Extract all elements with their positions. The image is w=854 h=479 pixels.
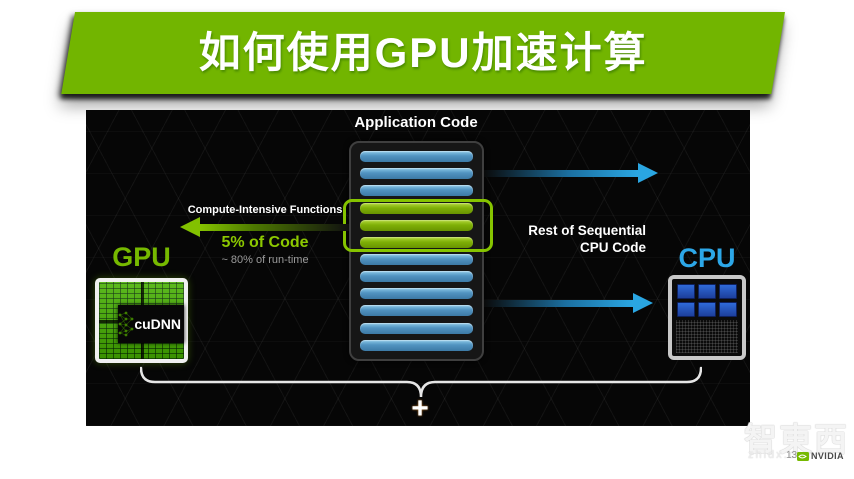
code-bar-blue — [360, 253, 473, 265]
cpu-core — [677, 302, 695, 317]
compute-functions-arrow-shaft — [200, 224, 349, 231]
cpu-label: CPU — [678, 243, 736, 273]
code-bar-blue — [360, 271, 473, 283]
cudnn-badge: cuDNN — [118, 305, 184, 343]
slide-page-number: 13. — [786, 450, 800, 461]
rest-sequential-label: Rest of Sequential CPU Code — [476, 222, 646, 256]
code-bar-blue — [360, 151, 473, 163]
gpu-plus-cpu-brace — [140, 366, 702, 398]
sequential-code-arrow-top-head — [638, 163, 658, 183]
compute-functions-arrow-head — [180, 217, 200, 237]
code-bar-blue — [360, 305, 473, 317]
rest-sequential-line2: CPU Code — [579, 240, 646, 255]
nvidia-eye-icon — [797, 451, 809, 461]
five-percent-code-label: 5% of Code — [221, 234, 309, 251]
cpu-core — [677, 284, 695, 299]
cpu-chip-texture — [676, 320, 738, 353]
diagram-panel: Application Code Compute-Intensive Funct… — [86, 110, 750, 426]
code-bar-green — [360, 236, 473, 248]
plus-sign: + — [411, 392, 429, 425]
code-bar-green — [360, 202, 473, 214]
sequential-code-arrow-bottom-head — [633, 293, 653, 313]
cpu-chip-icon — [668, 275, 746, 360]
application-code-label: Application Code — [354, 114, 478, 131]
sequential-code-arrow-top-shaft — [484, 170, 638, 177]
gpu-chip-icon: cuDNN — [95, 278, 188, 363]
code-bar-blue — [360, 185, 473, 197]
code-bar-green — [360, 219, 473, 231]
nvidia-wordmark: NVIDIA — [811, 451, 844, 461]
slide-title: 如何使用GPU加速计算 — [198, 29, 648, 76]
zhidx-watermark-logo: 智東西 — [744, 421, 849, 458]
cpu-core — [719, 284, 737, 299]
gpu-label: GPU — [112, 242, 171, 272]
compute-functions-highlight-outline — [343, 199, 493, 252]
nvidia-logo: NVIDIA — [797, 451, 844, 461]
code-bar-blue — [360, 339, 473, 351]
code-bar-blue — [360, 288, 473, 300]
cpu-core — [698, 284, 716, 299]
code-bar-blue — [360, 168, 473, 180]
neural-network-icon — [118, 311, 134, 337]
runtime-percent-label: ~ 80% of run-time — [221, 254, 309, 266]
sequential-code-arrow-bottom-shaft — [484, 300, 633, 307]
title-banner: 如何使用GPU加速计算 — [61, 12, 786, 94]
cpu-core — [719, 302, 737, 317]
cpu-cores-grid — [677, 284, 737, 317]
compute-intensive-functions-label: Compute-Intensive Functions — [187, 204, 343, 216]
code-bar-blue — [360, 322, 473, 334]
cpu-core — [698, 302, 716, 317]
cudnn-label: cuDNN — [134, 316, 181, 332]
rest-sequential-line1: Rest of Sequential — [528, 223, 646, 238]
